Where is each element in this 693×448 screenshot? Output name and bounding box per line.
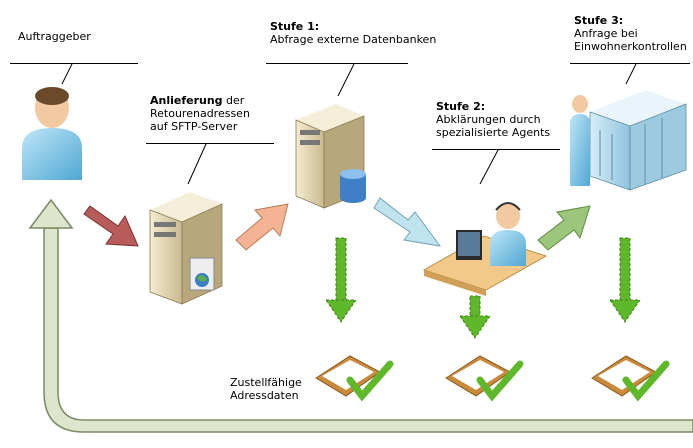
stage3-label: Stufe 3: Anfrage bei Einwohnerkontrollen xyxy=(574,14,687,53)
clipboard-check-icon xyxy=(591,355,670,402)
callout-line-stage1 xyxy=(337,63,355,97)
result-line1: Zustellfähige xyxy=(230,376,302,389)
stage3-title: Stufe 3: xyxy=(574,14,624,27)
sftp-server-icon xyxy=(149,192,223,305)
stage3-line1: Anfrage bei xyxy=(574,27,638,40)
callout-line-delivery xyxy=(187,143,207,185)
delivery-label-bold: Anlieferung xyxy=(150,94,223,107)
callout-line-stage2 xyxy=(479,149,499,185)
stage2-line1: Abklärungen durch xyxy=(436,113,541,126)
drop-arrow-stage2 xyxy=(459,295,491,339)
agent-desk-icon xyxy=(422,202,548,296)
rule-delivery xyxy=(146,143,274,144)
drop-arrow-stage3 xyxy=(609,237,641,323)
delivery-label-line2: Retourenadressen xyxy=(150,107,250,120)
delivery-label-line3: auf SFTP-Server xyxy=(150,120,238,133)
stage2-line2: spezialisierte Agents xyxy=(436,126,551,139)
clipboard-check-icon xyxy=(445,355,524,402)
delivery-label-rest: der xyxy=(222,94,245,107)
client-label: Auftraggeber xyxy=(18,30,91,43)
arrow-stage2-to-stage3 xyxy=(537,205,591,251)
stage1-label: Stufe 1: Abfrage externe Datenbanken xyxy=(270,20,436,46)
rule-stage2 xyxy=(432,149,560,150)
drop-arrow-stage1 xyxy=(325,237,357,323)
callout-line-stage3 xyxy=(625,63,637,85)
database-server-icon xyxy=(295,104,366,209)
stage2-label: Stufe 2: Abklärungen durch spezialisiert… xyxy=(436,100,550,139)
rule-stage3 xyxy=(570,63,690,64)
arrow-stage1-to-stage2 xyxy=(373,197,442,247)
rule-stage1 xyxy=(266,63,408,64)
stage1-text: Abfrage externe Datenbanken xyxy=(270,33,437,46)
server-rack-icon xyxy=(570,90,687,191)
stage3-line2: Einwohnerkontrollen xyxy=(574,40,687,53)
person-icon xyxy=(22,87,82,180)
return-arrow xyxy=(28,198,693,433)
stage2-title: Stufe 2: xyxy=(436,100,486,113)
delivery-label: Anlieferung der Retourenadressen auf SFT… xyxy=(150,94,250,133)
clipboard-check-icon xyxy=(315,355,394,402)
stage1-title: Stufe 1: xyxy=(270,20,320,33)
callout-line-client xyxy=(61,63,73,85)
arrow-client-to-sftp xyxy=(83,205,139,247)
arrow-sftp-to-stage1 xyxy=(235,203,289,251)
result-label: Zustellfähige Adressdaten xyxy=(230,376,302,402)
rule-client xyxy=(10,63,138,64)
result-line2: Adressdaten xyxy=(230,389,299,402)
